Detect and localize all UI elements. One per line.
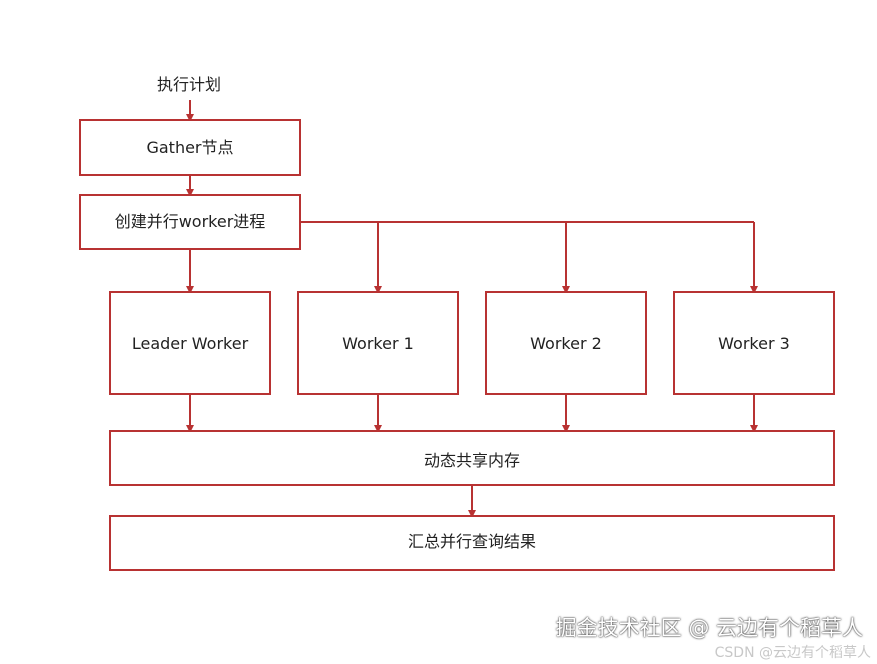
leader-worker-box	[109, 291, 271, 395]
execution-plan-label: 执行计划	[157, 75, 221, 94]
leader-worker-label: Leader Worker	[132, 334, 249, 353]
worker-2-label: Worker 2	[530, 334, 602, 353]
watermark-csdn: CSDN @云边有个稻草人	[714, 645, 871, 661]
watermark-main: 掘金技术社区 @ 云边有个稻草人	[555, 616, 863, 640]
boxes	[79, 119, 835, 571]
worker-3-label: Worker 3	[718, 334, 790, 353]
shared-memory-box	[109, 430, 835, 486]
worker-2-box	[485, 291, 647, 395]
worker-1-box	[297, 291, 459, 395]
worker-1-label: Worker 1	[342, 334, 414, 353]
shared-memory-label: 动态共享内存	[424, 451, 520, 470]
aggregate-results-box	[109, 515, 835, 571]
gather-node-box	[79, 119, 301, 176]
aggregate-results-label: 汇总并行查询结果	[408, 532, 536, 551]
spawn-workers-box	[79, 194, 301, 250]
gather-node-label: Gather节点	[146, 138, 233, 157]
worker-3-box	[673, 291, 835, 395]
connectors	[186, 100, 758, 518]
spawn-workers-label: 创建并行worker进程	[115, 212, 266, 231]
